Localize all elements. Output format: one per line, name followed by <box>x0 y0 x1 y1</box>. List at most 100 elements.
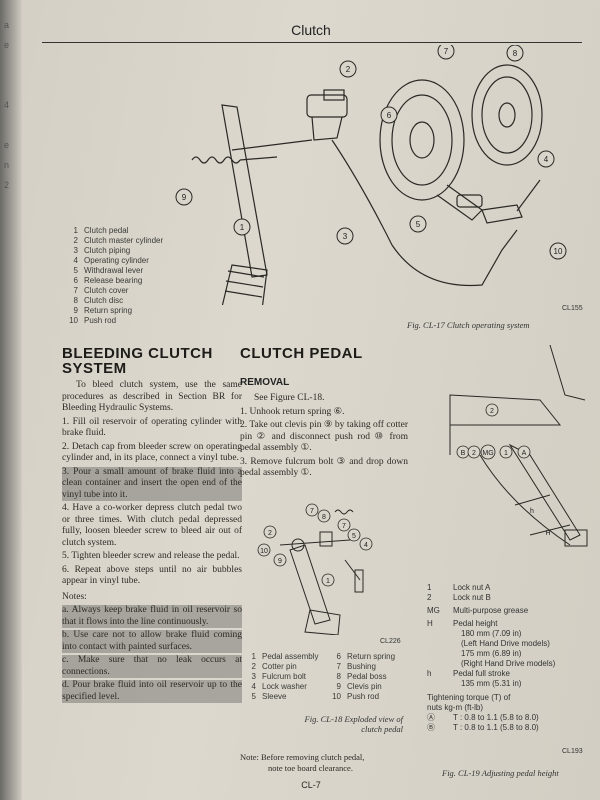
notes-label: Notes: <box>62 591 87 602</box>
bleeding-title: BLEEDING CLUTCH SYSTEM <box>62 346 213 376</box>
pedal-height-value: (Left Hand Drive models) <box>461 639 550 648</box>
svg-text:4: 4 <box>544 155 549 164</box>
fig17-code: CL155 <box>562 305 583 312</box>
header-rule <box>42 42 582 43</box>
see-figure: See Figure CL-18. <box>254 393 325 403</box>
bleeding-step: 4. Have a co-worker depress clutch pedal… <box>62 503 242 548</box>
removal-heading: REMOVAL <box>240 377 290 388</box>
fig18-caption-line1: Fig. CL-18 Exploded view of <box>304 714 403 724</box>
bleeding-title-line1: BLEEDING CLUTCH <box>62 345 213 362</box>
svg-text:7: 7 <box>310 508 314 515</box>
svg-text:5: 5 <box>416 220 421 229</box>
page-number: CL-7 <box>301 780 321 790</box>
svg-text:3: 3 <box>343 232 348 241</box>
bleeding-text: To bleed clutch system, use the same pro… <box>62 380 242 705</box>
svg-text:B: B <box>461 450 466 457</box>
fig18-caption: Fig. CL-18 Exploded view of clutch pedal <box>278 714 403 734</box>
svg-text:1: 1 <box>240 223 245 232</box>
bleeding-intro: To bleed clutch system, use the same pro… <box>62 380 242 413</box>
note-item: d. Pour brake fluid into oil reservoir u… <box>62 680 242 703</box>
svg-text:7: 7 <box>342 523 346 530</box>
note-item: a. Always keep brake fluid in oil reserv… <box>62 605 242 628</box>
svg-text:8: 8 <box>322 514 326 521</box>
fig18-code: CL226 <box>380 638 401 645</box>
bleeding-step: 2. Detach cap from bleeder screw on oper… <box>62 441 242 464</box>
svg-text:10: 10 <box>554 247 563 256</box>
svg-text:9: 9 <box>278 558 282 565</box>
svg-text:2: 2 <box>346 65 351 74</box>
fig19-caption: Fig. CL-19 Adjusting pedal height <box>442 768 559 778</box>
bleeding-step: 3. Pour a small amount of brake fluid in… <box>62 466 242 501</box>
bleeding-step: 6. Repeat above steps until no air bubbl… <box>62 564 242 587</box>
bleeding-step: 5. Tighten bleeder screw and release the… <box>62 551 240 561</box>
manual-page: Clutch <box>22 0 600 800</box>
svg-text:5: 5 <box>352 533 356 540</box>
clutch-pedal-title: CLUTCH PEDAL <box>240 345 363 362</box>
svg-text:9: 9 <box>182 193 187 202</box>
svg-text:8: 8 <box>513 49 518 58</box>
note-item: c. Make sure that no leak occurs at conn… <box>62 655 242 678</box>
svg-text:1: 1 <box>504 450 508 457</box>
torque-title: Tightening torque (T) of nuts kg-m (ft-l… <box>427 693 592 713</box>
torque-title-line2: nuts kg-m (ft-lb) <box>427 703 484 712</box>
svg-text:H: H <box>545 530 550 537</box>
pedal-height-value: 175 mm (6.89 in) <box>461 649 522 658</box>
svg-text:A: A <box>522 450 527 457</box>
fig17-caption: Fig. CL-17 Clutch operating system <box>407 320 530 330</box>
svg-text:4: 4 <box>364 542 368 549</box>
svg-text:7: 7 <box>444 47 449 56</box>
fig19-code: CL193 <box>562 748 583 755</box>
note-item: b. Use care not to allow brake fluid com… <box>62 630 242 653</box>
bleeding-step: 1. Fill oil reservoir of operating cylin… <box>62 416 242 439</box>
svg-text:1: 1 <box>326 578 330 585</box>
toe-board-note: Note: Before removing clutch pedal, note… <box>240 752 364 774</box>
removal-step: 3. Remove fulcrum bolt ③ and drop down p… <box>240 456 408 479</box>
bleeding-title-line2: SYSTEM <box>62 360 127 377</box>
pedal-stroke-value: 135 mm (5.31 in) <box>461 679 522 688</box>
toe-board-note-line2: note toe board clearance. <box>268 763 353 773</box>
removal-step: 2. Take out clevis pin ⑨ by taking off c… <box>240 420 408 453</box>
page-header-title: Clutch <box>291 22 331 38</box>
pedal-height-values: 180 mm (7.09 in) (Left Hand Drive models… <box>427 629 592 669</box>
svg-text:2: 2 <box>472 450 476 457</box>
pedal-height-value: (Right Hand Drive models) <box>461 659 556 668</box>
svg-text:10: 10 <box>260 548 268 555</box>
svg-text:h: h <box>530 508 534 515</box>
fig18-caption-line2: clutch pedal <box>361 724 403 734</box>
svg-text:2: 2 <box>268 530 272 537</box>
pedal-height-value: 180 mm (7.09 in) <box>461 629 522 638</box>
